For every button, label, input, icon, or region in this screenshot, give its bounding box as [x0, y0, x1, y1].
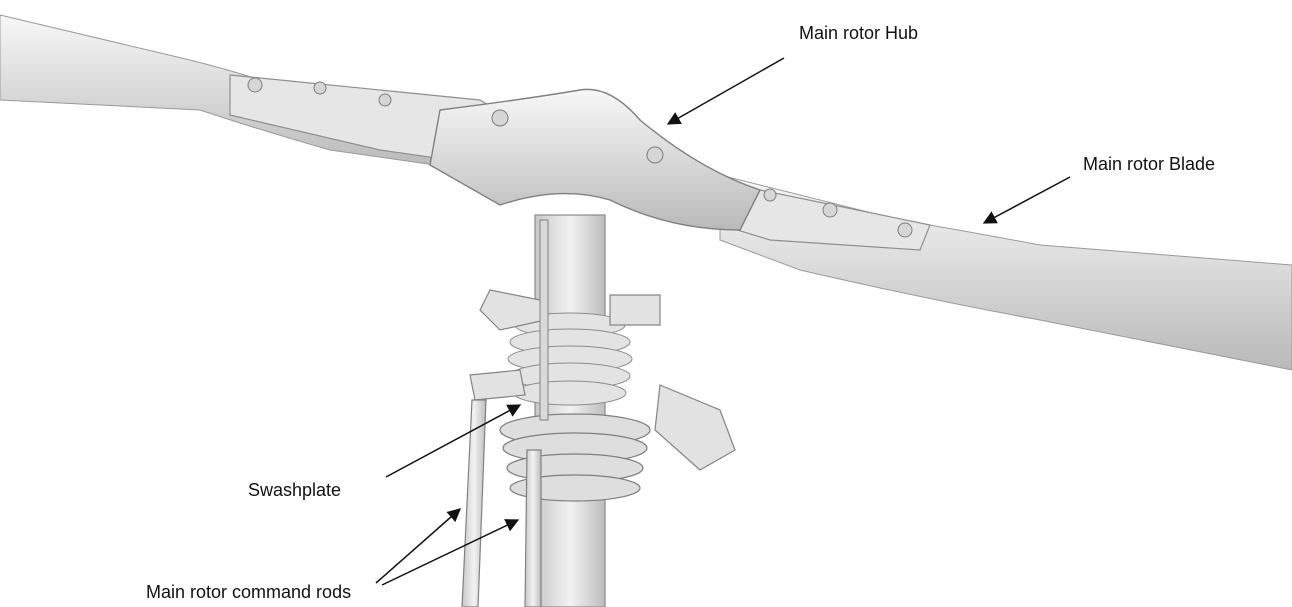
blade-label: Main rotor Blade — [1083, 154, 1216, 174]
swashplate-label: Swashplate — [248, 480, 342, 500]
pitch-link — [539, 219, 549, 421]
swashplate-arrow — [385, 404, 522, 478]
mast-boot — [507, 312, 633, 406]
blade-arrow — [982, 176, 1071, 224]
hub-body — [429, 88, 761, 231]
hub-label: Main rotor Hub — [799, 23, 919, 43]
command-rod-arrow-1 — [375, 508, 462, 584]
bolts — [247, 77, 913, 238]
command-rods-label: Main rotor command rods — [146, 582, 352, 602]
command-rods — [461, 399, 542, 607]
scissor-links — [469, 289, 736, 471]
hub-arrow — [666, 57, 785, 125]
swashplate-ring — [499, 413, 651, 502]
command-rod-arrow-2 — [381, 519, 520, 586]
